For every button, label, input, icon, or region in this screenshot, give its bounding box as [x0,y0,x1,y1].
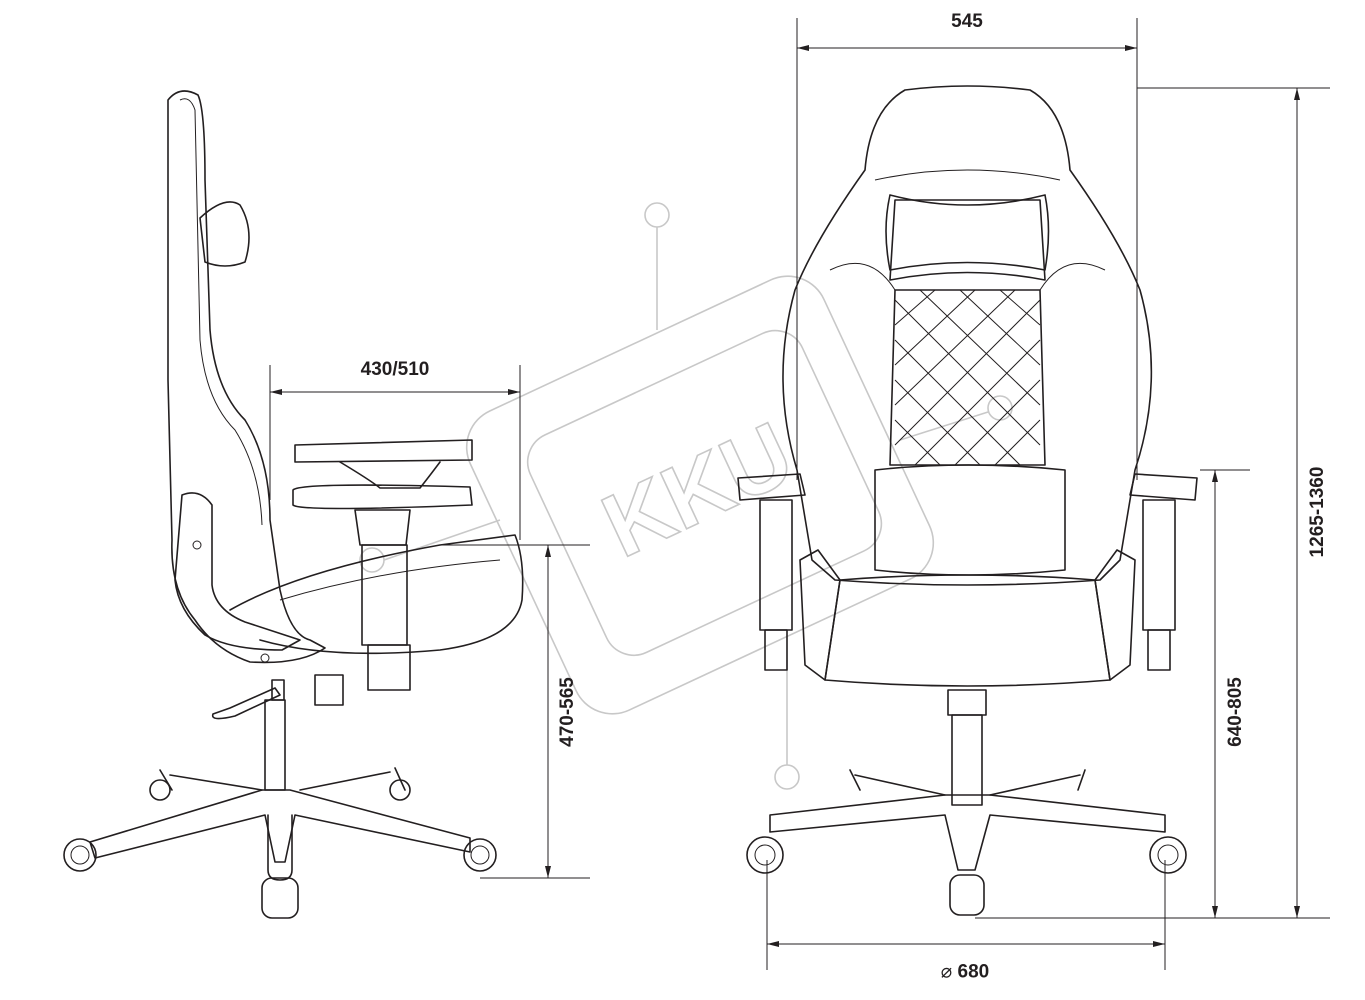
watermark-logo: KKU [359,202,1013,790]
seat-depth-label: 430/510 [360,359,430,380]
dimension-lines [269,18,1330,970]
diameter-icon: ⌀ [940,961,953,983]
svg-text:KKU: KKU [588,404,807,577]
seat-height-label: 470-565 [557,677,578,747]
armrest-height-label: 640-805 [1225,677,1246,747]
side-view-chair [63,90,524,919]
base-diameter-value: 680 [957,961,990,983]
base-diameter-label: ⌀ 680 [941,961,989,984]
total-height-label: 1265-1360 [1307,466,1328,558]
overall-width-label: 545 [951,11,983,32]
front-view-chair [737,85,1198,916]
